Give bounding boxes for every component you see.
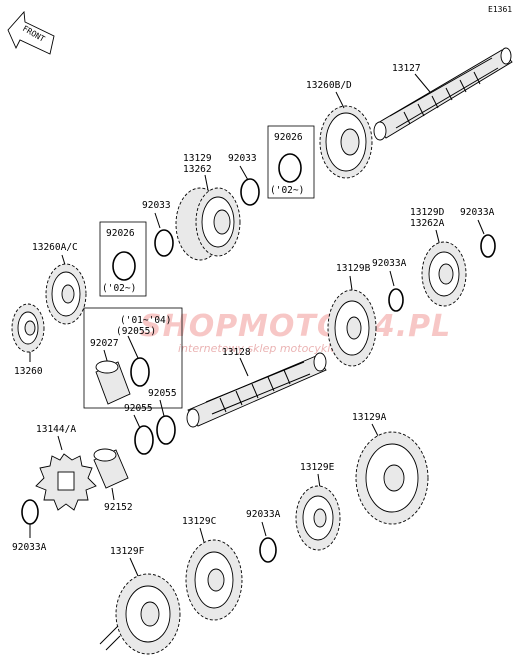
leader-92152 (111, 487, 115, 501)
label-13260: 13260 (14, 366, 43, 377)
circlip-92033a-low-icon (259, 537, 277, 563)
leader-13129e (317, 473, 321, 489)
circlip-92033-mid-icon (154, 229, 174, 257)
gear-13129f-icon (115, 573, 181, 655)
gear-13129e-icon (295, 485, 341, 551)
label-92033a-low: 92033A (246, 509, 281, 520)
label-92152: 92152 (104, 502, 133, 513)
circlip-92026-top-icon (278, 153, 302, 183)
pointer-13129f-b (105, 635, 121, 651)
diagram-code: E1361 (488, 5, 512, 14)
label-13262a: 13262A (410, 218, 445, 229)
leader-92033a-r2 (389, 270, 395, 287)
label-92033-top: 92033 (228, 153, 257, 164)
gear-13260ac-icon (45, 263, 87, 325)
leader-92033a-right (477, 219, 485, 235)
needle-bearing-92027-icon (95, 360, 131, 405)
input-shaft-icon (186, 352, 327, 428)
front-arrow-icon: FRONT (7, 10, 55, 55)
label-01-04: ('01~'04) (120, 315, 171, 326)
leader-13127 (414, 73, 431, 93)
circlip-92026-mid-icon (112, 251, 136, 281)
gear-13129-icon (175, 187, 241, 261)
label-13128: 13128 (222, 347, 251, 358)
gear-13129b-icon (327, 289, 377, 367)
ring-92055-a-icon (156, 415, 176, 445)
leader-92055-b (133, 414, 141, 429)
circlip-92033-top-icon (240, 178, 260, 206)
ring-92055-box-icon (130, 357, 150, 387)
ring-92055-b-icon (134, 425, 154, 455)
label-13262: 13262 (183, 164, 212, 175)
label-13129: 13129 (183, 153, 212, 164)
watermark-tagline: internetowy sklep motocyklowy (178, 342, 353, 355)
watermark: SHOP MOTO 24.PL internetowy sklep motocy… (140, 309, 450, 355)
gear-13129d-icon (421, 241, 467, 307)
leader-13144 (57, 435, 63, 451)
label-13129a: 13129A (352, 412, 387, 423)
label-13129f: 13129F (110, 546, 145, 557)
leader-13129c (199, 527, 205, 543)
sprocket-13144-icon (35, 453, 97, 511)
gear-13260-icon (11, 303, 45, 353)
watermark-brand-b: MOTO (238, 309, 343, 344)
label-92055-a: 92055 (148, 388, 177, 399)
leader-13129f (129, 557, 139, 577)
circlip-92033a-left-icon (21, 499, 39, 525)
box-92026-mid (99, 221, 147, 297)
label-13260bd: 13260B/D (306, 80, 352, 91)
leader-13129b (349, 275, 353, 291)
label-92033a-right: 92033A (460, 207, 495, 218)
label-13127: 13127 (392, 63, 421, 74)
gear-13129c-icon (185, 539, 243, 621)
circlip-92033a-right-icon (480, 234, 496, 258)
label-92026-top: 92026 (274, 132, 303, 143)
label-92055-b: 92055 (124, 403, 153, 414)
leader-92033-mid (154, 212, 161, 229)
label-13144: 13144/A (36, 424, 76, 435)
gear-13129a-icon (355, 431, 429, 525)
collar-92152-icon (93, 448, 129, 489)
label-13129d: 13129D (410, 207, 445, 218)
label-92033-mid: 92033 (142, 200, 171, 211)
label-92026-mid: 92026 (106, 228, 135, 239)
leader-92055-a (159, 399, 165, 417)
leader-92033-top (239, 165, 249, 181)
pointer-13129f-a (99, 625, 119, 645)
label-92055-paren: (92055) (116, 326, 156, 337)
label-92033a-r2: 92033A (372, 258, 407, 269)
leader-13129 (204, 174, 209, 191)
label-92033a-left: 92033A (12, 542, 47, 553)
circlip-92033a-r2-icon (388, 288, 404, 312)
label-92027: 92027 (90, 338, 119, 349)
box-01-04 (83, 307, 183, 409)
label-13129c: 13129C (182, 516, 216, 527)
leader-13260bd (335, 91, 345, 109)
box-92026-top (267, 125, 315, 199)
leader-92055-paren (127, 335, 139, 359)
label-13129b: 13129B (336, 263, 371, 274)
leader-13128 (239, 357, 249, 377)
label-02-mid: ('02~) (102, 283, 136, 294)
gear-13260bd-icon (319, 105, 373, 179)
watermark-brand-a: SHOP (140, 309, 238, 344)
label-13129e: 13129E (300, 462, 335, 473)
output-shaft-icon (373, 47, 513, 141)
label-13260ac: 13260A/C (32, 242, 78, 253)
leader-92033a-low (261, 521, 267, 537)
label-02-top: ('02~) (270, 185, 304, 196)
